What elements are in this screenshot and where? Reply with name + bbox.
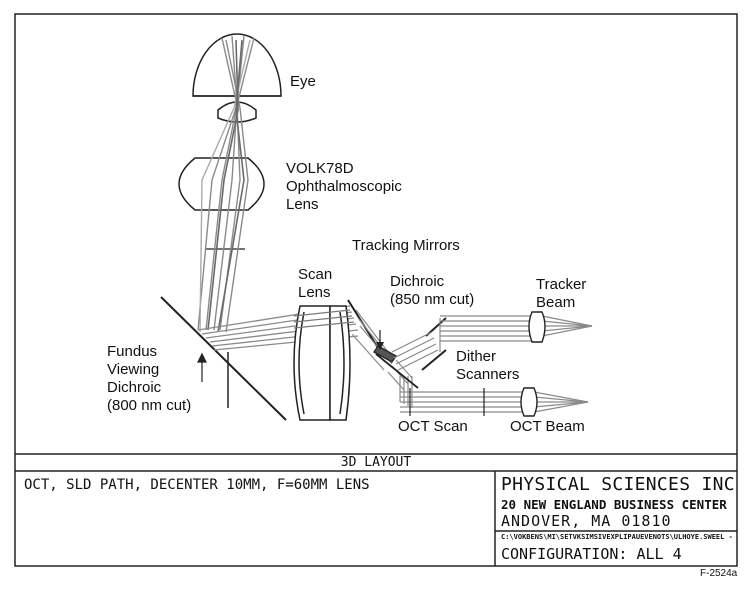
dither-mirror-2: [375, 353, 419, 389]
label-oct-scan: OCT Scan: [398, 418, 468, 435]
label-fundus-dichroic: Fundus Viewing Dichroic (800 nm cut): [107, 343, 192, 414]
layout-title: 3D LAYOUT: [340, 455, 412, 470]
oct-beam-rays: [400, 391, 589, 413]
label-tracking-mirrors: Tracking Mirrors: [352, 237, 460, 254]
dichroic-arrow: [376, 342, 384, 350]
fundus-arrow: [197, 352, 207, 382]
label-tracker-beam: Tracker Beam: [536, 276, 587, 311]
fundus-dichroic-plate: [160, 296, 287, 421]
label-dichroic-850: Dichroic (850 nm cut): [390, 273, 475, 308]
tracker-path-rays: [391, 318, 441, 371]
label-scan-lens: Scan Lens: [298, 266, 333, 301]
tracker-lens-shape: [528, 311, 546, 343]
company-address-line2: ANDOVER, MA 01810: [501, 512, 672, 530]
figure-id: F-2524a: [700, 568, 738, 579]
drawing-border: [14, 13, 738, 567]
layout-description: OCT, SLD PATH, DECENTER 10MM, F=60MM LEN…: [24, 477, 370, 493]
label-oct-beam: OCT Beam: [510, 418, 585, 435]
tracker-beam-rays: [440, 315, 593, 342]
title-block-frame: [15, 453, 737, 566]
eye-chief-rays: [207, 39, 245, 333]
eye-ray-bundle: [197, 35, 255, 333]
label-dither-scanners: Dither Scanners: [456, 348, 520, 383]
company-address-line1: 20 NEW ENGLAND BUSINESS CENTER: [501, 497, 727, 512]
scan-lens-shape: [293, 305, 351, 421]
file-path: C:\VOKBENS\MI\SETVKSIMSIVEXPLIPAUEVENOTS…: [501, 533, 733, 541]
configuration-label: CONFIGURATION: ALL 4: [501, 545, 682, 563]
company-name: PHYSICAL SCIENCES INC: [501, 474, 735, 495]
scan-lens-rays: [293, 309, 355, 329]
oct-lens-shape: [520, 387, 538, 417]
oct-scan-marks: [409, 388, 485, 416]
dichroic-850-shape: [373, 345, 397, 363]
label-volk-lens: VOLK78D Ophthalmoscopic Lens: [286, 160, 402, 213]
label-eye: Eye: [290, 73, 316, 90]
